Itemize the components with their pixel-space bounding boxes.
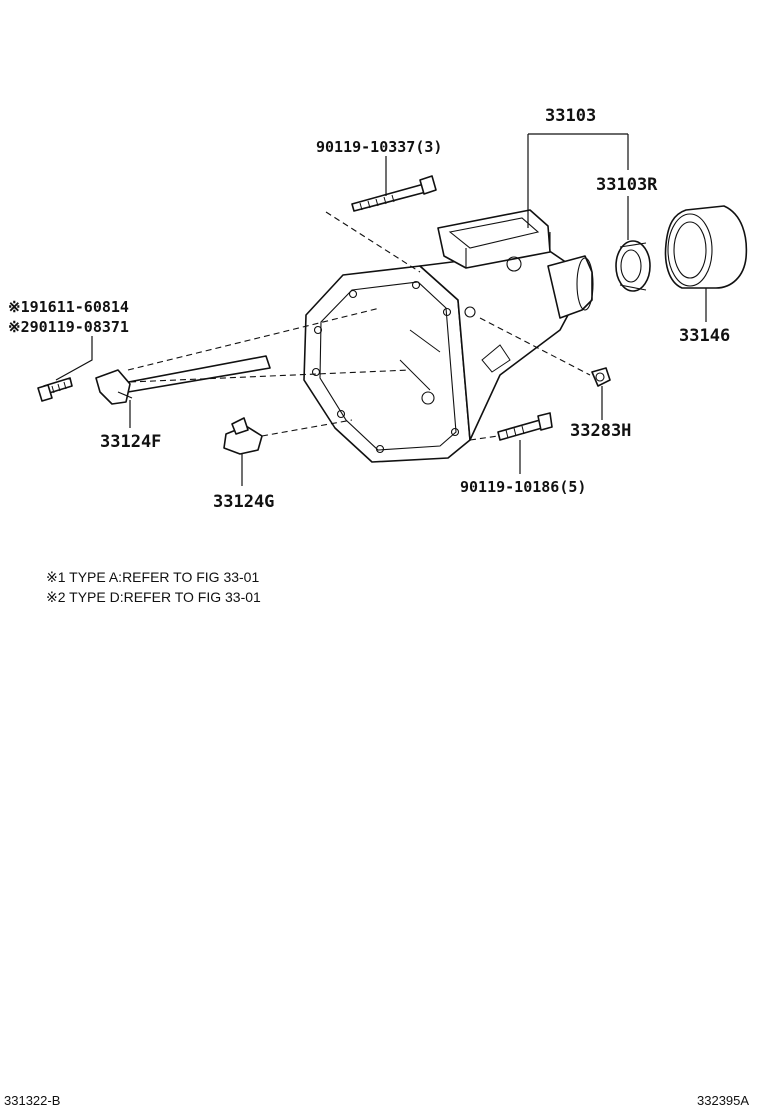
footer-right-code: 332395A: [697, 1093, 749, 1108]
oil-seal: [615, 240, 651, 292]
shift-fork: [223, 417, 263, 455]
label-oil-seal: 33103R: [596, 175, 658, 195]
leader-lines: [55, 133, 707, 486]
small-lever-bolt: [37, 377, 73, 402]
footnote-type-a: ※1 TYPE A:REFER TO FIG 33-01: [46, 569, 259, 585]
breather-plug: [591, 367, 611, 387]
shift-lever: [95, 355, 271, 405]
extension-housing: [303, 209, 594, 463]
dust-cover: [664, 205, 748, 289]
label-case-assembly: 33103: [545, 106, 596, 126]
label-breather-plug: 33283H: [570, 421, 631, 441]
assembly-dashed-lines: [127, 211, 591, 441]
label-ref-note-2: ※290119-08371: [8, 318, 129, 336]
footnote-type-d: ※2 TYPE D:REFER TO FIG 33-01: [46, 589, 261, 605]
label-bolt-bottom: 90119-10186(5): [460, 478, 586, 496]
top-bolt: [351, 175, 437, 212]
label-bolt-top: 90119-10337(3): [316, 138, 442, 156]
label-dust-cover: 33146: [679, 326, 730, 346]
label-shift-lever: 33124F: [100, 432, 161, 452]
label-ref-note-1: ※191611-60814: [8, 298, 129, 316]
bottom-bolt: [497, 412, 553, 441]
label-shift-fork: 33124G: [213, 492, 274, 512]
footer-left-code: 331322-B: [4, 1093, 60, 1108]
